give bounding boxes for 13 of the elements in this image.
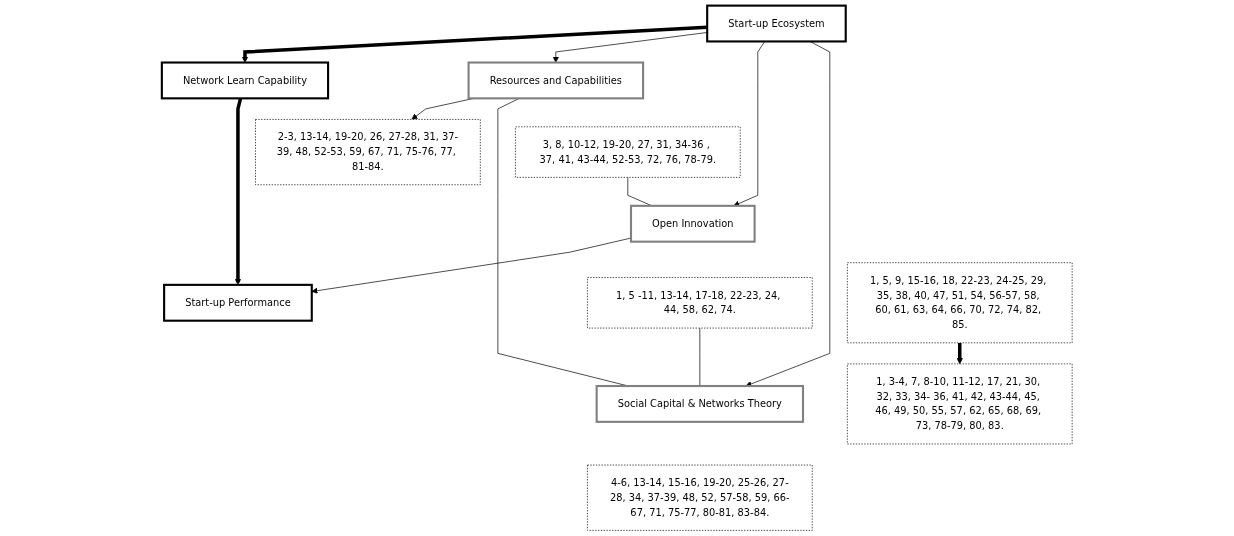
node-box: Open Innovation [629,204,756,243]
node-box: 2-3, 13-14, 19-20, 26, 27-28, 31, 37-39, 48, 52-53, 59, 67, 71, 75-76, 77, 81-84. [255,119,481,186]
node-box: Social Capital & Networks Theory [595,384,805,423]
node-box: Network Learn Capability [160,61,330,100]
node-box: 1, 5 -11, 13-14, 17-18, 22-23, 24, 44, 58, 62, 74. [587,277,813,329]
node-box: 1, 5, 9, 15-16, 18, 22-23, 24-25, 29, 35, 38, 40, 47, 51, 54, 56-57, 58, 60, 61, 63, 64, 66, 70, 72, 74, 82, 85. [847,262,1073,344]
node-box: Resources and Capabilities [467,61,645,100]
node-box: Start-up Ecosystem [706,4,847,43]
node-box: 3, 8, 10-12, 19-20, 27, 31, 34-36 , 37, 41, 43-44, 52-53, 72, 76, 78-79. [515,126,741,178]
node-box: 4-6, 13-14, 15-16, 19-20, 25-26, 27-28, 34, 37-39, 48, 52, 57-58, 59, 66-67, 71, 75-77, 80-81, 83-84. [587,464,813,531]
arrow [956,342,963,365]
node-box: Start-up Performance [163,283,313,322]
node-box: 1, 3-4, 7, 8-10, 11-12, 17, 21, 30, 32, 33, 34- 36, 41, 42, 43-44, 45, 46, 49, 50, 55, 57, 62, 65, 68, 69, 73, 78-79, 80, 83. [847,363,1073,445]
